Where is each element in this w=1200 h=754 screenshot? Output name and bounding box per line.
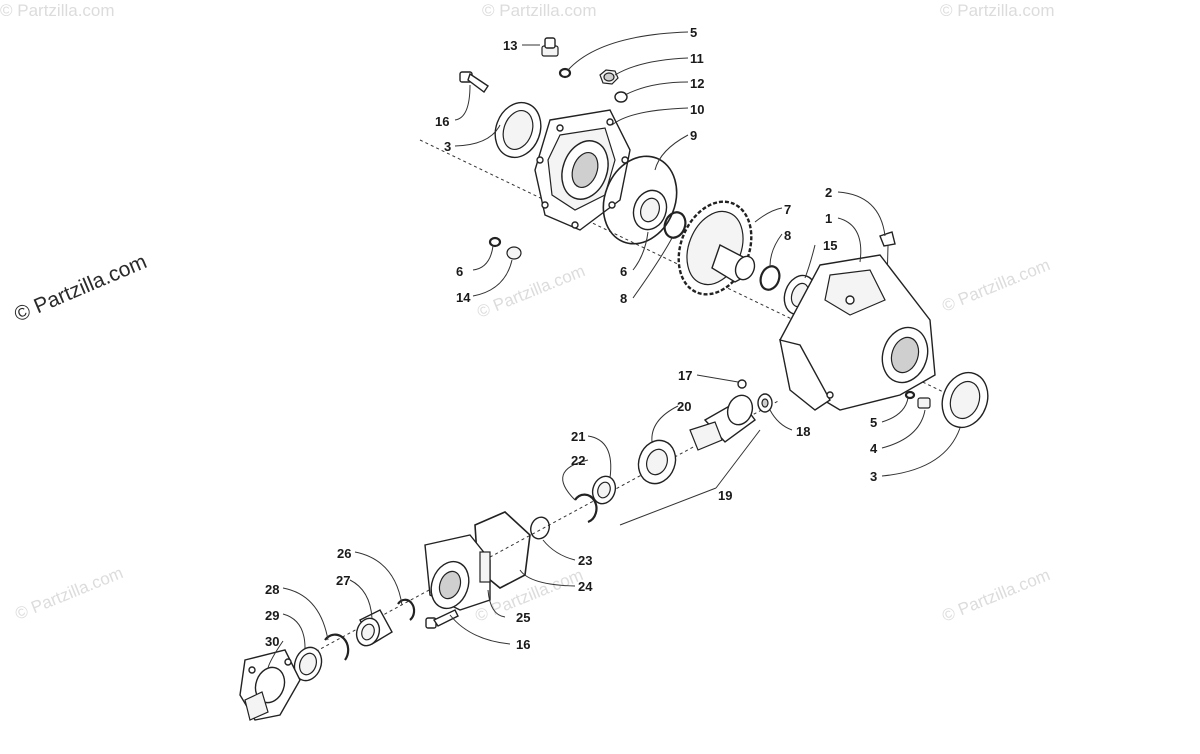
callout-label: 14: [456, 290, 471, 305]
callout-label: 17: [678, 368, 692, 383]
part-ball: [737, 379, 747, 389]
part-shim-right: [759, 265, 781, 291]
part-ring-gear: [677, 200, 756, 296]
part-cap-screw-lower: [425, 609, 459, 629]
part-washer-right: [904, 390, 916, 400]
part-oil-seal-left: [494, 101, 542, 159]
part-oil-seal-right: [941, 371, 989, 429]
callout-label: 28: [265, 582, 279, 597]
watermark: © Partzilla.com: [474, 261, 587, 322]
callout-label: 16: [516, 637, 530, 652]
callout-label: 15: [823, 238, 837, 253]
callout-label: 20: [677, 399, 691, 414]
callout-label: 19: [718, 488, 732, 503]
callout-label: 8: [620, 291, 627, 306]
part-snap-ring: [574, 493, 598, 524]
callout-label: 13: [503, 38, 517, 53]
callout-label: 21: [571, 429, 585, 444]
callout-label: 18: [796, 424, 810, 439]
part-gear-case-housing: [779, 254, 936, 411]
part-pinion-gear: [689, 394, 756, 451]
callout-label: 5: [690, 25, 697, 40]
part-washer: [558, 67, 572, 79]
part-washer-left: [488, 236, 502, 248]
callout-label: 30: [265, 634, 279, 649]
callout-label: 5: [870, 415, 877, 430]
part-cap-screw: [459, 71, 489, 94]
callout-label: 1: [825, 211, 832, 226]
watermark: © Partzilla.com: [939, 255, 1052, 316]
callout-label: 6: [620, 264, 627, 279]
leader-lines: [267, 31, 961, 669]
callout-label: 22: [571, 453, 585, 468]
part-snap-ring-output: [324, 633, 350, 661]
callout-label: 25: [516, 610, 530, 625]
callout-label: 4: [870, 441, 878, 456]
part-shim-left: [663, 211, 687, 239]
part-needle-bearing: [757, 393, 773, 413]
callout-label: 16: [435, 114, 449, 129]
callout-label: 12: [690, 76, 704, 91]
callout-label: 3: [870, 469, 877, 484]
part-o-ring-small: [614, 91, 628, 103]
callout-labels: 13 5 11 12 16 10 3 9 2 7 1 8 6 15 6 14 8…: [265, 25, 878, 652]
part-fill-plug: [599, 69, 619, 85]
callout-label: 24: [578, 579, 593, 594]
watermark: © Partzilla.com: [939, 565, 1052, 626]
part-check-plug: [506, 246, 522, 260]
part-drain-bolt: [917, 397, 931, 409]
part-o-ring-pinion: [530, 516, 550, 540]
callout-label: 2: [825, 185, 832, 200]
watermark: © Partzilla.com: [482, 1, 597, 20]
callout-label: 9: [690, 128, 697, 143]
part-output-flange: [239, 649, 301, 721]
callout-label: 6: [456, 264, 463, 279]
part-pinion-bearing: [637, 439, 677, 485]
part-pinion-housing: [424, 534, 491, 611]
part-collar: [591, 475, 617, 505]
watermark: © Partzilla.com: [0, 1, 115, 20]
part-gear-case-cover: [534, 109, 631, 231]
copyright-text: © Partzilla.com: [11, 250, 150, 326]
callout-label: 11: [690, 51, 704, 66]
part-bearing-left: [632, 189, 668, 231]
callout-label: 23: [578, 553, 592, 568]
callout-label: 29: [265, 608, 279, 623]
callout-label: 7: [784, 202, 791, 217]
part-output-bearing: [355, 609, 393, 647]
part-output-seal: [293, 646, 323, 682]
watermark: © Partzilla.com: [12, 563, 125, 624]
callout-label: 26: [337, 546, 351, 561]
callout-label: 10: [690, 102, 704, 117]
part-plug-bolt: [541, 37, 559, 57]
callout-label: 27: [336, 573, 350, 588]
watermark: © Partzilla.com: [940, 1, 1055, 20]
callout-label: 8: [784, 228, 791, 243]
callout-label: 3: [444, 139, 451, 154]
